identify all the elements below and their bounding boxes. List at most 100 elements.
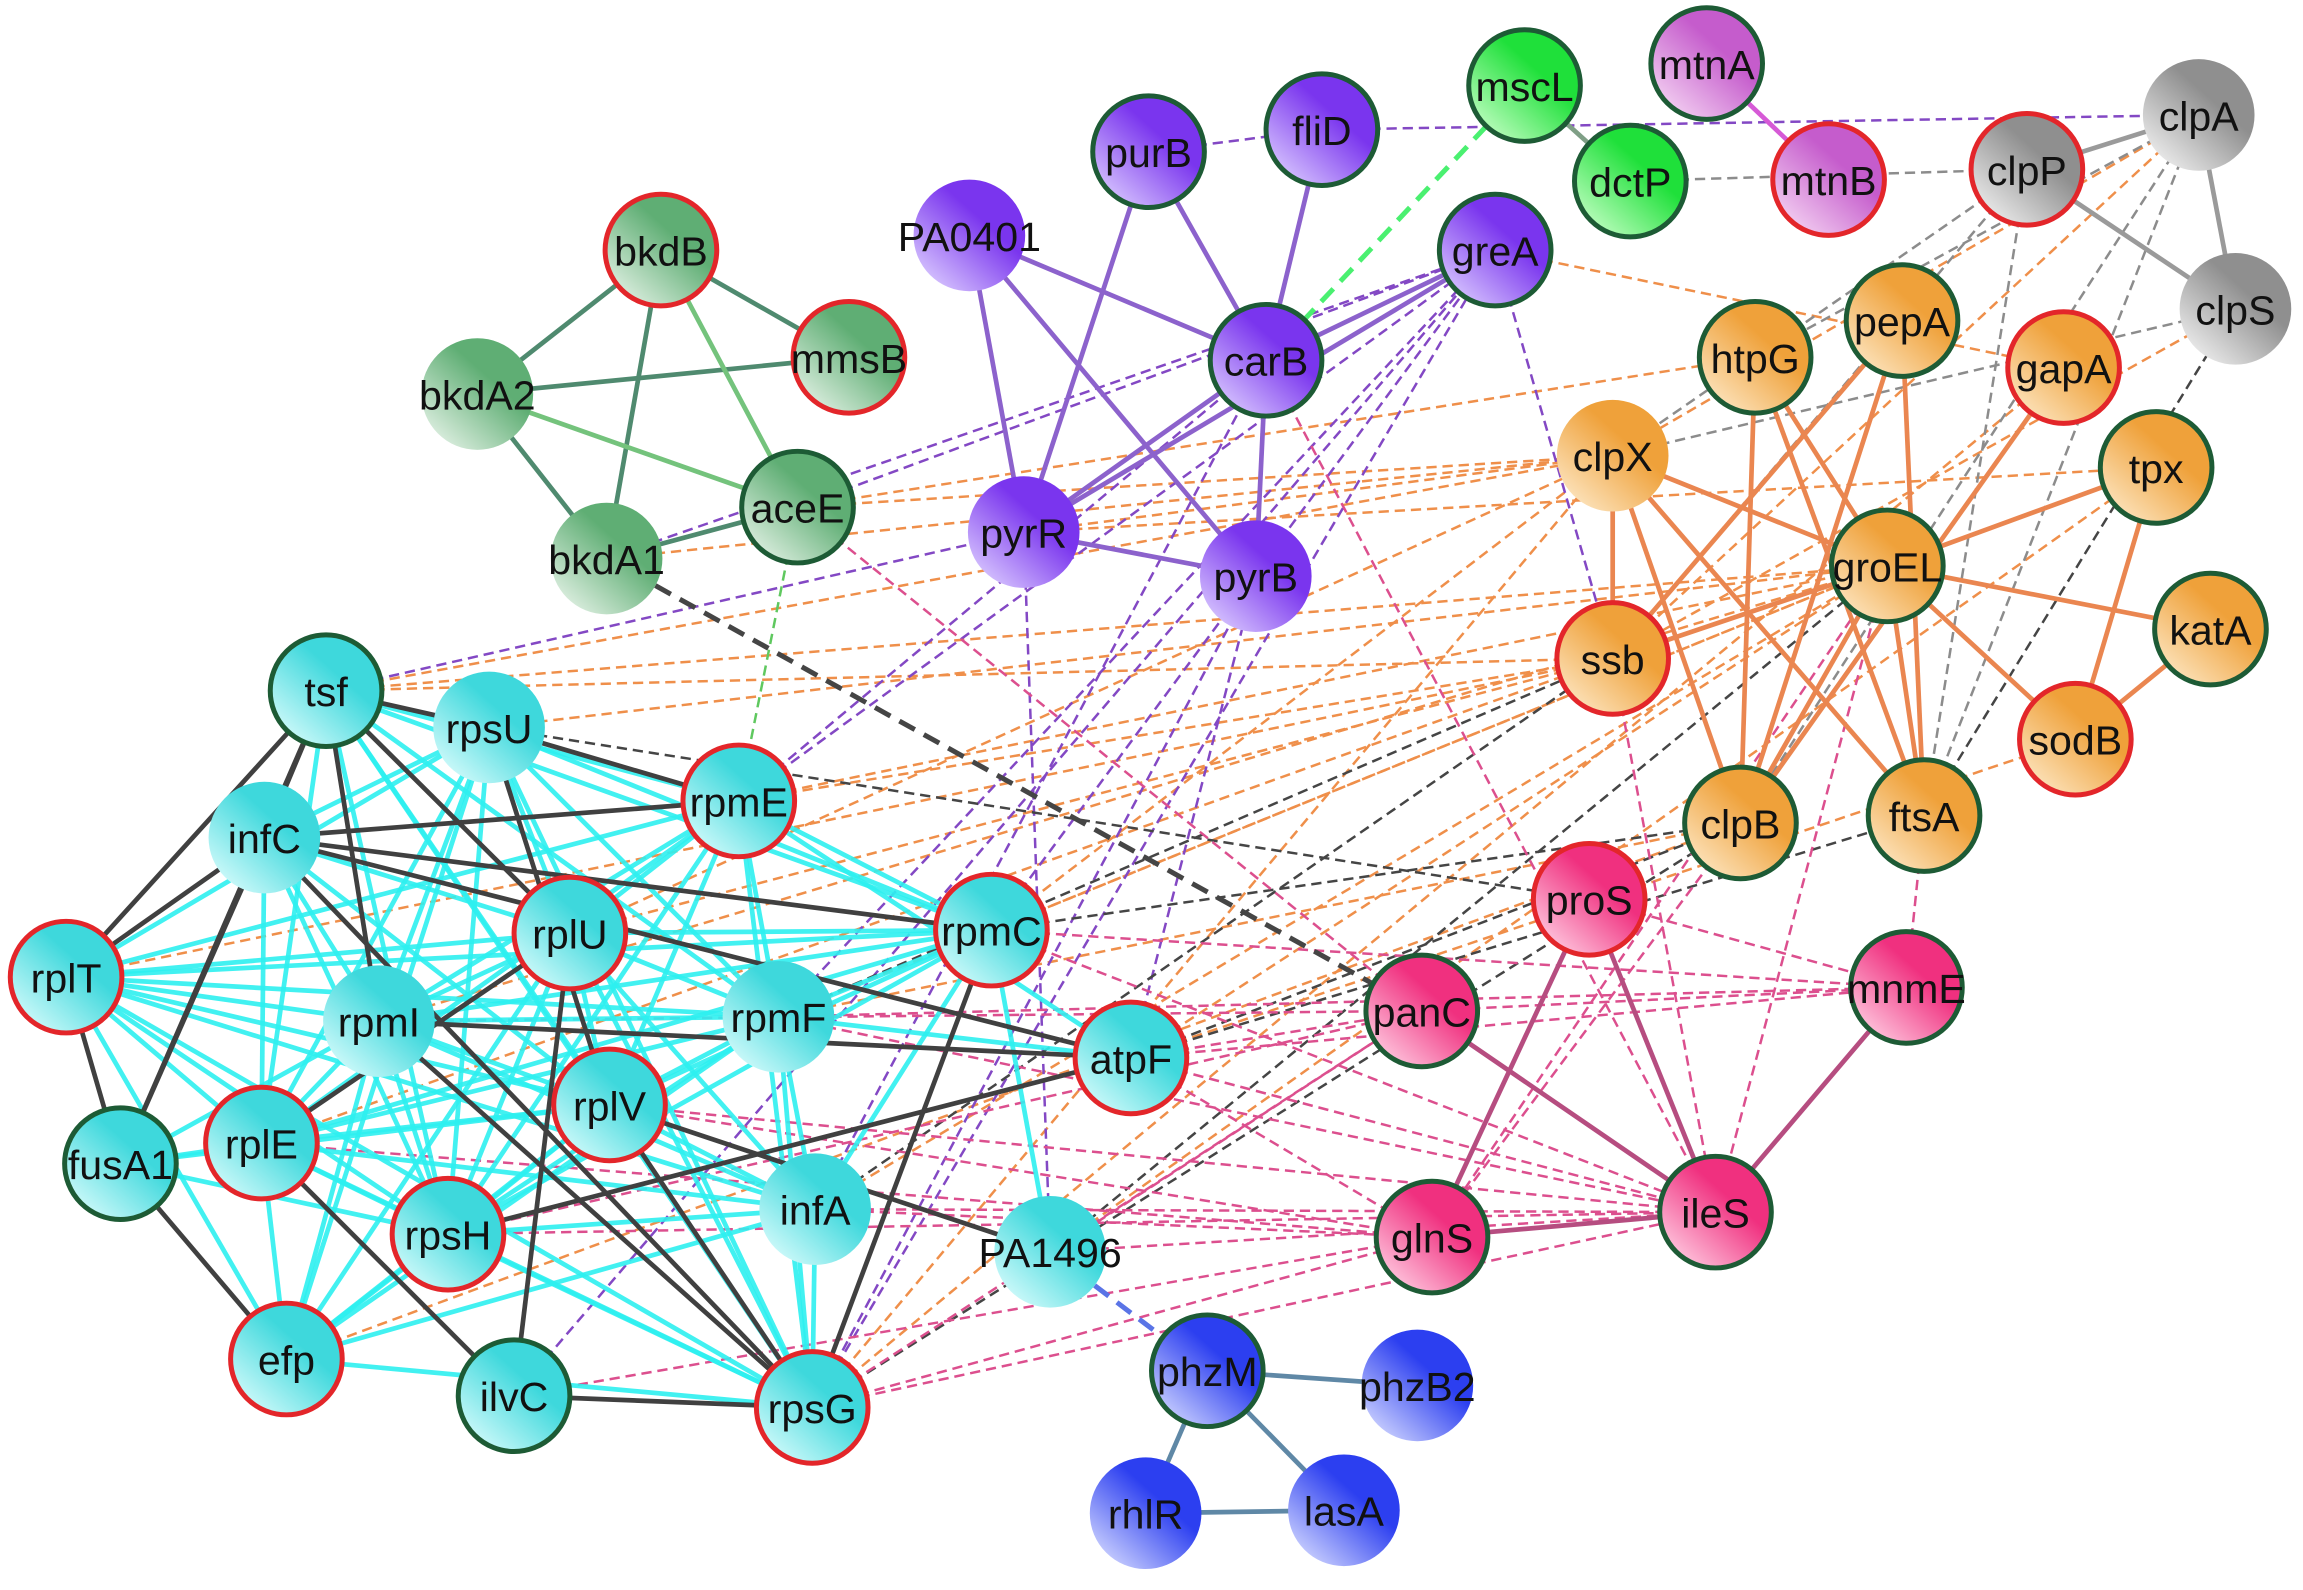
edge-bkda2-mmsb [477,354,850,397]
node-circle [1968,111,2086,228]
node-infa: infA [759,1153,871,1265]
node-label: fusA1 [68,1142,173,1188]
node-circle [228,1300,345,1418]
node-rplt: rplT [7,918,125,1036]
node-circle [550,502,663,615]
node-label: PA0401 [898,214,1041,260]
edge-rpsg-clpx [811,454,1614,1409]
node-label: lasA [1304,1489,1385,1535]
edge-grea-ssb [1493,249,1614,659]
edge-acee-panc [796,506,1423,1012]
node-circle [2142,59,2255,171]
node-circle [2017,680,2134,798]
node-phzb2: phzB2 [1359,1329,1476,1442]
node-rpmf: rpmF [722,960,835,1073]
node-circle [551,1046,668,1164]
node-label: htpG [1711,336,1800,382]
node-label: clpX [1573,434,1653,480]
edge-clpa-htpg [1754,113,2200,359]
node-bkdb: bkdB [602,191,720,309]
edge-rpmc-rpsg [810,929,994,1409]
edge-pa1496-groel [1049,564,1889,1253]
node-label: pyrB [1214,555,1299,601]
node-label: sodB [2028,718,2122,764]
node-lasa: lasA [1288,1454,1400,1567]
node-phzm: phzM [1149,1312,1266,1430]
node-circle [1199,520,1312,632]
node-label: mnmE [1847,966,1966,1012]
node-groel: groEL [1829,507,1946,625]
edge-pros-glns [1429,898,1592,1239]
edge-bkda1-panc [605,556,1423,1014]
node-circle [1361,1329,1474,1442]
node-label: infA [780,1188,851,1234]
node-rpmc: rpmC [933,871,1050,989]
node-label: pepA [1854,299,1951,345]
edge-rpme-rplt [65,798,740,980]
node-pepa: pepA [1843,262,1961,379]
edge-rpmc-rpmi [378,927,992,1024]
edge-clps-ssb [1612,307,2237,660]
node-circle [1090,93,1207,210]
edge-rpsu-groel [488,564,1888,729]
edge-infc-fusa1 [118,836,267,1165]
edge-atpf-rpsh [447,1055,1132,1237]
node-mtnb: mtnB [1770,121,1887,238]
node-label: rpmC [941,909,1042,955]
edge-atpf-clpb [1130,821,1741,1060]
edge-rple-ilvc [259,1141,516,1398]
node-circle [267,632,385,750]
edge-infc-rpme [264,798,739,840]
node-circle [680,742,798,860]
edge-rpsh-rpsg [446,1232,814,1410]
node-atpf: atpF [1072,999,1190,1117]
node-label: aceE [751,486,845,532]
node-circle [1363,952,1481,1070]
edge-acee-clpx [797,454,1613,509]
edge-ftsa-mnme [1905,815,1926,988]
node-circle [208,781,321,894]
node-fusa1: fusA1 [62,1105,179,1222]
edge-tsf-rpmf [324,688,780,1019]
node-circle [1466,27,1583,144]
edge-panc-mnme [1421,986,1907,1013]
node-circle [1648,5,1765,122]
edge-atpf-groel [1130,564,1889,1059]
node-label: rpsG [768,1386,857,1432]
node-acee: aceE [739,448,856,566]
node-circle [1373,1178,1491,1296]
node-rplu: rplU [511,874,629,992]
node-circle [1657,1153,1774,1271]
node-pyrb: pyrB [1199,520,1312,632]
node-rplv: rplV [551,1046,668,1164]
node-label: purB [1105,130,1192,176]
edge-rpme-rpsg [736,800,815,1408]
edge-atpf-iles [1130,1056,1716,1214]
node-circle [421,338,534,450]
edge-infc-atpf [263,835,1132,1061]
node-rpsg: rpsG [753,1349,871,1466]
node-label: infC [228,816,301,862]
edge-pa1496-panc [1049,1009,1423,1253]
node-label: bkdB [614,229,708,275]
edge-rpmc-clpx [990,454,1614,932]
edge-purb-pyrr [1021,150,1151,533]
node-clpa: clpA [2142,59,2255,171]
node-label: mtnA [1659,42,1756,88]
edge-rpmi-panc [378,1009,1422,1023]
node-dctp: dctP [1572,122,1689,240]
edge-rpmf-atpf [778,1014,1132,1061]
node-circle [433,671,545,784]
node-infc: infC [208,781,321,894]
edge-rpmf-grea [777,249,1497,1018]
node-circle [203,1084,320,1202]
edge-efp-infa [285,1206,816,1362]
node-bkda1: bkdA1 [548,502,665,615]
node-label: proS [1546,878,1633,924]
edge-rpsg-iles [811,1210,1716,1409]
node-circle [759,1153,871,1265]
edge-rpsg-panc [811,1009,1423,1409]
node-circle [323,965,435,1077]
node-label: ileS [1681,1191,1750,1237]
